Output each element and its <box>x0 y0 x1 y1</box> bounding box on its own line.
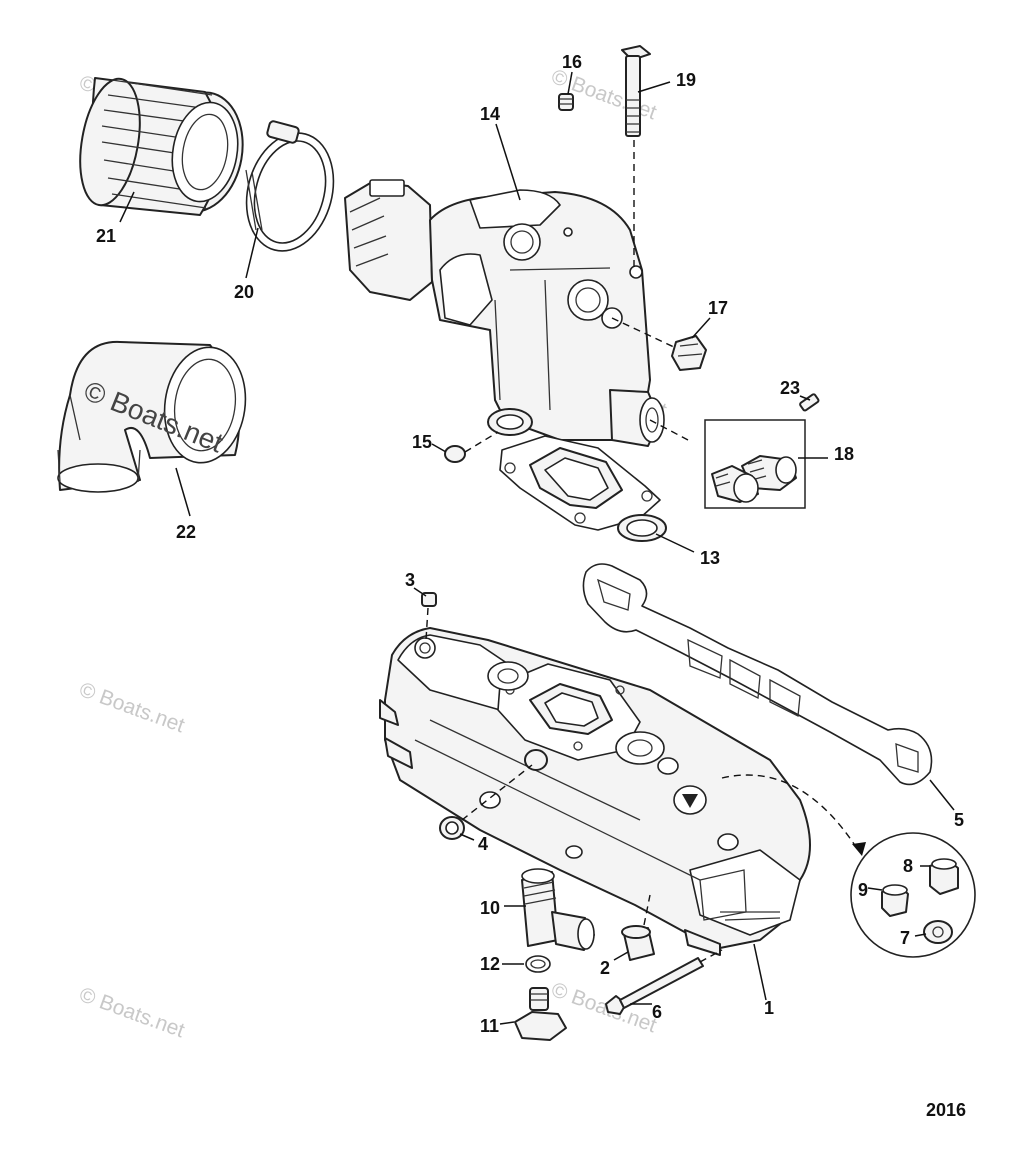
callout-16: 16 <box>562 52 582 72</box>
alignment-lines <box>425 140 866 963</box>
callout-1: 1 <box>764 998 774 1018</box>
callout-19: 19 <box>676 70 696 90</box>
callout-22: 22 <box>176 522 196 542</box>
part-17-plug <box>671 335 707 371</box>
part-22-exhaust-elbow: © Boats.net <box>57 340 247 493</box>
part-14-exhaust-riser <box>344 179 665 447</box>
detail-circle-plugs <box>850 832 976 958</box>
callout-12: 12 <box>480 954 500 974</box>
callout-6: 6 <box>652 1002 662 1022</box>
part-18-fitting-kit <box>704 419 806 509</box>
callout-labels: 21 20 22 14 16 19 17 23 15 18 13 3 5 4 1… <box>96 52 966 1120</box>
callout-15: 15 <box>412 432 432 452</box>
watermark-bottom-left: © Boats.net <box>76 983 187 1042</box>
callout-4: 4 <box>478 834 488 854</box>
callout-14: 14 <box>480 104 500 124</box>
callout-18: 18 <box>834 444 854 464</box>
callout-7: 7 <box>900 928 910 948</box>
part-20-hose-clamp <box>245 120 335 252</box>
callout-13: 13 <box>700 548 720 568</box>
part-12-o-ring <box>525 955 551 973</box>
part-19-bolt <box>621 45 651 137</box>
callout-8: 8 <box>903 856 913 876</box>
part-2-plug <box>621 925 655 961</box>
diagram-year: 2016 <box>926 1100 966 1120</box>
part-13-gasket <box>487 408 667 542</box>
callout-9: 9 <box>858 880 868 900</box>
callout-3: 3 <box>405 570 415 590</box>
watermark-left: © Boats.net <box>76 678 187 737</box>
part-1-exhaust-manifold <box>379 627 811 956</box>
callout-17: 17 <box>708 298 728 318</box>
part-11-drain-plug <box>514 987 567 1041</box>
part-15-cap <box>444 445 466 463</box>
callout-20: 20 <box>234 282 254 302</box>
part-4-plug <box>439 816 465 840</box>
part-10-tee-fitting <box>521 868 595 951</box>
part-6-bolt <box>605 957 704 1015</box>
part-21-exhaust-bellows <box>79 77 244 216</box>
leader-lines <box>119 71 955 1025</box>
callout-11: 11 <box>480 1016 499 1036</box>
callout-10: 10 <box>480 898 500 918</box>
callout-5: 5 <box>954 810 964 830</box>
callout-23: 23 <box>780 378 800 398</box>
part-5-manifold-gasket <box>582 563 933 786</box>
part-16-set-screw <box>558 93 574 111</box>
callout-2: 2 <box>600 958 610 978</box>
callout-21: 21 <box>96 226 116 246</box>
